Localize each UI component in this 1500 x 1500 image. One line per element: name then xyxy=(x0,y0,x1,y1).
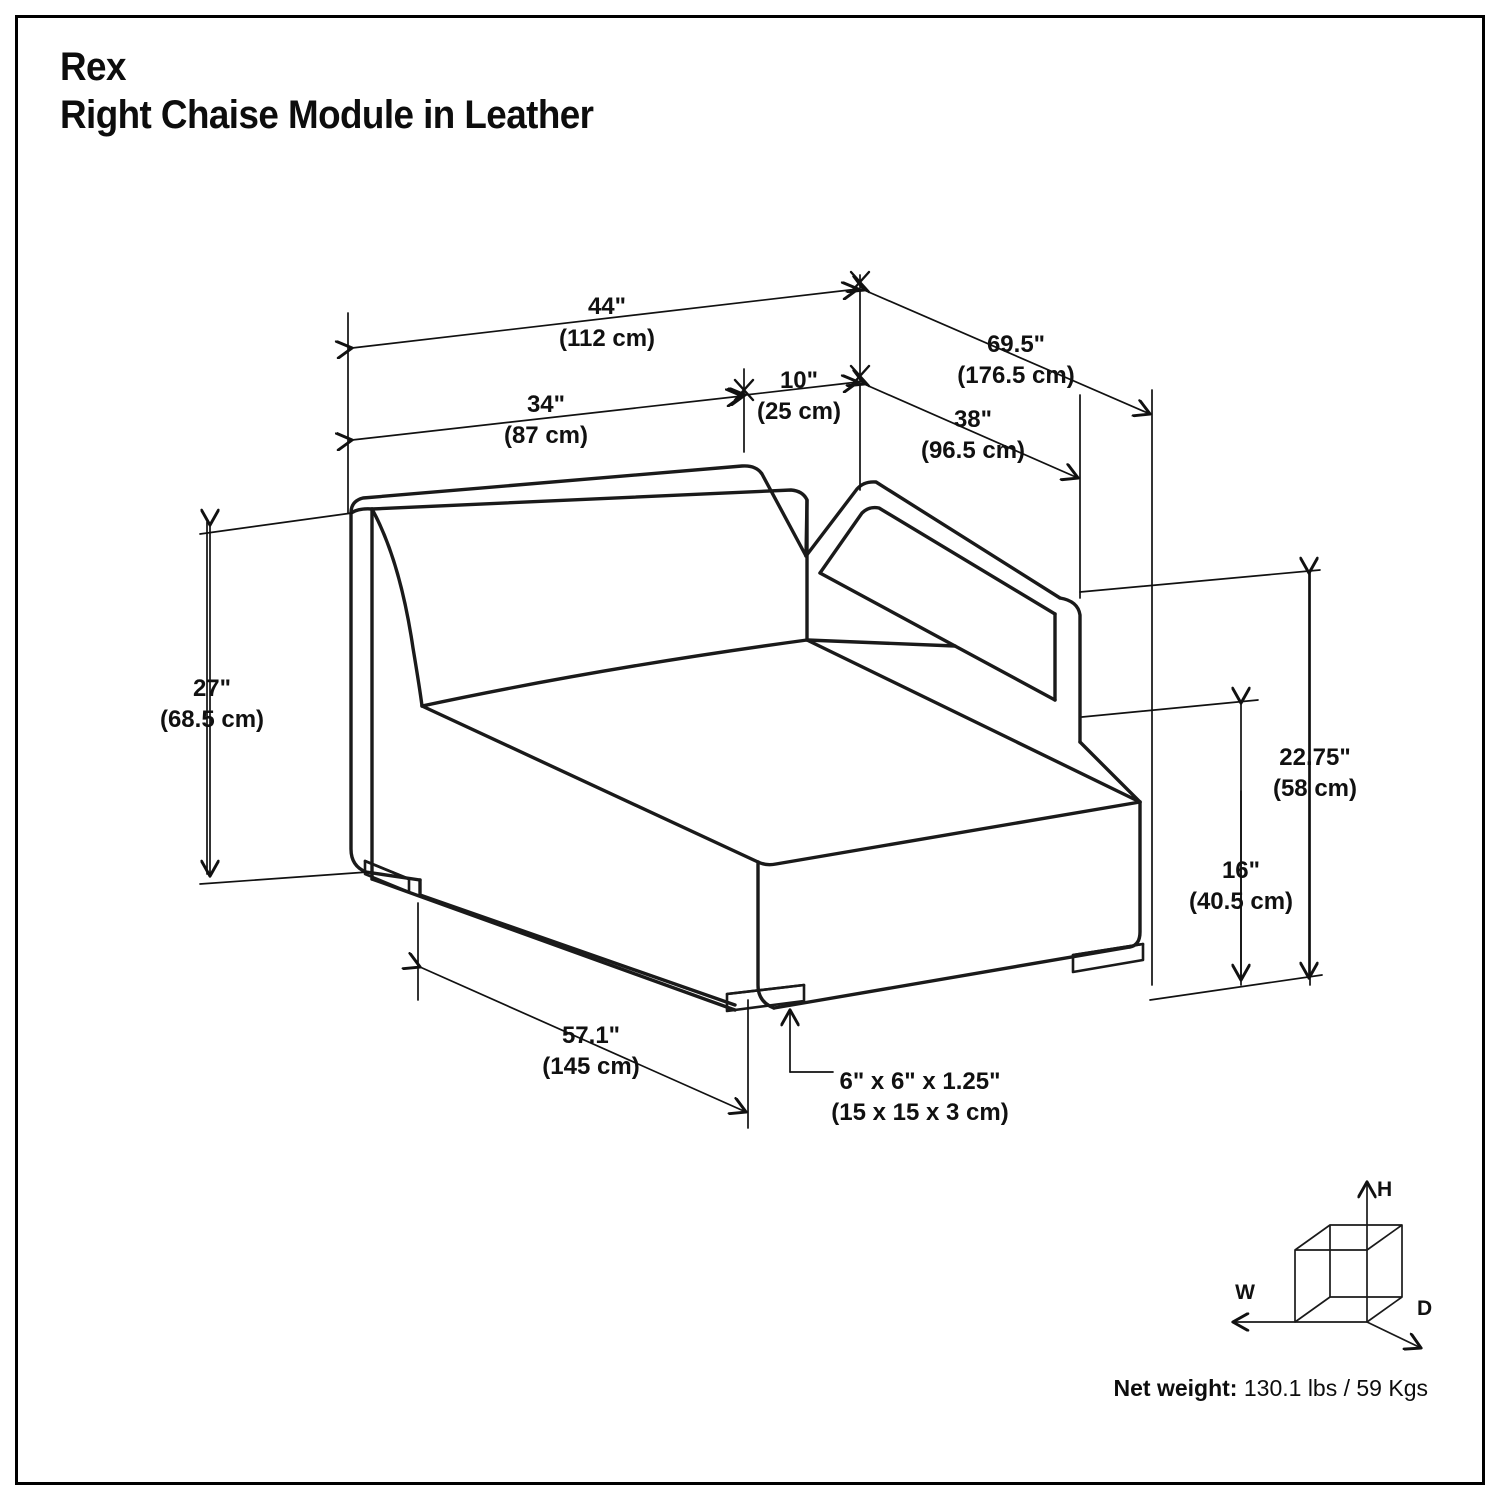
seat-right-edge xyxy=(805,638,1142,804)
axis-legend-arrows xyxy=(1233,1182,1421,1348)
dim-front-width-imperial: 57.1" xyxy=(562,1022,620,1049)
dim-label-foot-size: 6" x 6" x 1.25" (15 x 15 x 3 cm) xyxy=(831,1068,1008,1126)
dim-back-height-metric: (68.5 cm) xyxy=(160,706,264,733)
dim-line-front-width xyxy=(420,967,746,1112)
arm-top-outer xyxy=(804,480,1062,600)
net-weight-block: Net weight: 130.1 lbs / 59 Kgs xyxy=(1114,1375,1428,1402)
dim-overall-depth-imperial: 69.5" xyxy=(987,331,1045,358)
base-front-corner xyxy=(756,860,776,1010)
dim-back-width-imperial: 44" xyxy=(588,293,626,320)
axis-label-height: H xyxy=(1377,1178,1392,1201)
dim-back-width-metric: (112 cm) xyxy=(559,325,655,352)
seat-front-top-edge xyxy=(756,800,1142,867)
ref-line-ground xyxy=(1149,974,1323,1001)
backrest-seat-joint xyxy=(420,638,809,708)
dim-back-height-imperial: 27" xyxy=(193,675,231,702)
base-left-corner xyxy=(364,870,422,882)
dim-label-front-width: 57.1" (145 cm) xyxy=(542,1022,639,1080)
dim-seat-width-imperial: 34" xyxy=(527,391,565,418)
net-weight-label: Net weight: xyxy=(1113,1375,1238,1401)
axis-label-depth: D xyxy=(1417,1297,1432,1320)
seat-top-surface xyxy=(420,704,760,864)
dimension-labels: 44" (112 cm) 34" (87 cm) 10" (25 cm) 69.… xyxy=(160,293,1357,1126)
dim-chaise-depth-metric: (96.5 cm) xyxy=(921,437,1025,464)
base-right-corner xyxy=(1128,800,1142,949)
dim-arm-width-metric: (25 cm) xyxy=(757,398,841,425)
dim-line-back-width xyxy=(352,289,858,348)
product-name: Rex xyxy=(60,45,126,89)
dim-arm-height-imperial: 22.75" xyxy=(1279,744,1350,771)
chaise-illustration xyxy=(349,464,1145,1013)
ref-line-back-top xyxy=(199,512,353,535)
dim-seat-height-imperial: 16" xyxy=(1222,857,1260,884)
dimension-tick-marks xyxy=(733,270,871,402)
base-front-left-face xyxy=(418,878,737,1007)
base-front-right-face xyxy=(772,945,1132,1010)
dim-seat-height-metric: (40.5 cm) xyxy=(1189,888,1293,915)
dim-arm-height-metric: (58 cm) xyxy=(1273,775,1357,802)
arm-outer-bottom xyxy=(1078,740,1142,804)
ref-line-base-bottom xyxy=(199,871,369,885)
dim-chaise-depth-imperial: 38" xyxy=(954,406,992,433)
dim-line-chaise-depth xyxy=(864,384,1078,478)
dim-label-back-width: 44" (112 cm) xyxy=(559,293,655,352)
foot-front-left xyxy=(363,859,411,894)
dim-foot-size-imperial: 6" x 6" x 1.25" xyxy=(840,1068,1001,1095)
dim-overall-depth-metric: (176.5 cm) xyxy=(957,362,1074,389)
foot-front-center xyxy=(725,983,806,1013)
axis-legend: H W D xyxy=(1233,1178,1432,1348)
net-weight-value: 130.1 lbs / 59 Kgs xyxy=(1243,1375,1428,1401)
dim-arm-width-imperial: 10" xyxy=(780,367,818,394)
ref-line-arm-top xyxy=(1079,569,1321,593)
dim-line-seat-width xyxy=(352,396,742,440)
dimension-lines xyxy=(199,274,1323,1129)
left-side-panel xyxy=(349,511,368,874)
dim-label-arm-height: 22.75" (58 cm) xyxy=(1273,744,1357,802)
axis-arrow-depth xyxy=(1366,1321,1421,1348)
dim-foot-size-metric: (15 x 15 x 3 cm) xyxy=(831,1099,1008,1126)
axis-legend-cube xyxy=(1294,1224,1403,1323)
arm-outer-side xyxy=(1058,596,1082,744)
dim-line-arm-width xyxy=(745,382,858,395)
dim-front-width-metric: (145 cm) xyxy=(542,1053,639,1080)
backrest-top-face xyxy=(349,488,809,558)
dim-label-seat-height: 16" (40.5 cm) xyxy=(1189,857,1293,915)
title-block: Rex Right Chaise Module in Leather xyxy=(60,46,640,136)
dim-seat-width-metric: (87 cm) xyxy=(504,422,588,449)
foot-front-right xyxy=(1071,942,1145,974)
arm-inner-back-edge xyxy=(805,638,957,648)
product-variant: Right Chaise Module in Leather xyxy=(60,93,594,137)
backrest-front-face xyxy=(370,507,424,708)
arm-top-inner-edge xyxy=(818,505,1057,616)
ref-line-seat-top xyxy=(1081,699,1259,718)
dim-label-arm-width: 10" (25 cm) xyxy=(757,367,841,425)
axis-label-width: W xyxy=(1235,1281,1255,1304)
dim-label-overall-depth: 69.5" (176.5 cm) xyxy=(957,331,1074,389)
dim-label-chaise-depth: 38" (96.5 cm) xyxy=(921,406,1025,464)
dim-label-seat-width: 34" (87 cm) xyxy=(504,391,588,449)
base-left-lower-edge xyxy=(370,877,737,1012)
dim-line-overall-depth xyxy=(864,290,1150,414)
backrest-outer-panel xyxy=(349,464,808,558)
dim-label-back-height: 27" (68.5 cm) xyxy=(160,675,264,733)
